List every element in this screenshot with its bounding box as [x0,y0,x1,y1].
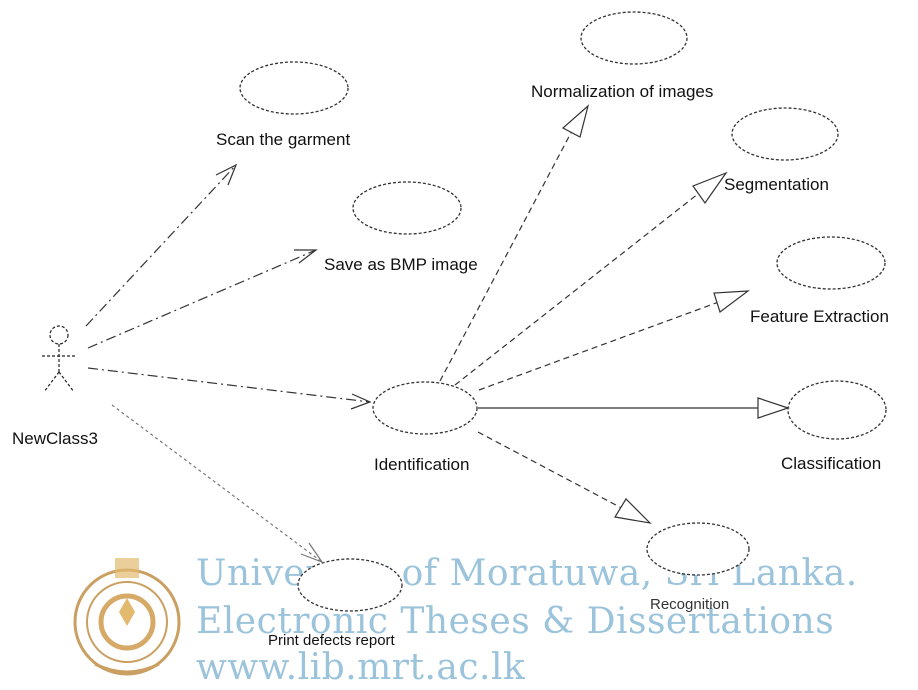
watermark-line-2: Electronic Theses & Dissertations [196,601,835,642]
actor-figure[interactable] [42,325,77,393]
watermark-line-3: www.lib.mrt.ac.lk [196,647,526,688]
arrowhead-save [294,249,318,264]
arrowhead-normalization [561,104,590,138]
association-save[interactable] [87,249,317,349]
use-case-classification-oval[interactable] [787,380,887,440]
arrowhead-identification [350,393,372,410]
actor-label: NewClass3 [12,429,98,448]
use-case-save-label: Save as BMP image [324,255,478,274]
use-case-segmentation-label: Segmentation [724,175,829,194]
arrowhead-recognition [614,498,652,524]
use-case-scan-label: Scan the garment [216,130,350,149]
dependency-normalization[interactable] [439,109,584,382]
association-scan[interactable] [85,164,237,327]
use-case-recognition-label: Recognition [650,596,729,613]
association-print[interactable] [111,404,323,563]
arrowhead-scan [215,163,238,186]
dependency-segmentation[interactable] [454,174,723,386]
arrowhead-print [300,542,324,564]
use-case-print-oval[interactable] [297,558,403,612]
use-case-normalization-label: Normalization of images [531,82,713,101]
dependency-recognition[interactable] [477,431,649,523]
use-case-segmentation-oval[interactable] [731,107,839,161]
use-case-scan-oval[interactable] [239,61,349,115]
use-case-feature-oval[interactable] [776,236,886,290]
use-case-normalization-oval[interactable] [580,11,688,65]
use-case-identification-oval[interactable] [372,381,478,435]
arrowhead-classification [757,397,790,419]
arrowhead-segmentation [692,171,728,205]
university-seal-logo [73,558,181,676]
arrowhead-feature [713,290,750,313]
association-identification[interactable] [87,367,371,403]
use-case-classification-label: Classification [781,454,881,473]
use-case-recognition-oval[interactable] [646,522,750,576]
dependency-feature[interactable] [478,291,747,391]
use-case-feature-label: Feature Extraction [750,307,889,326]
use-case-save-oval[interactable] [352,181,462,235]
use-case-identification-label: Identification [374,455,469,474]
use-case-print-label: Print defects report [268,632,396,649]
